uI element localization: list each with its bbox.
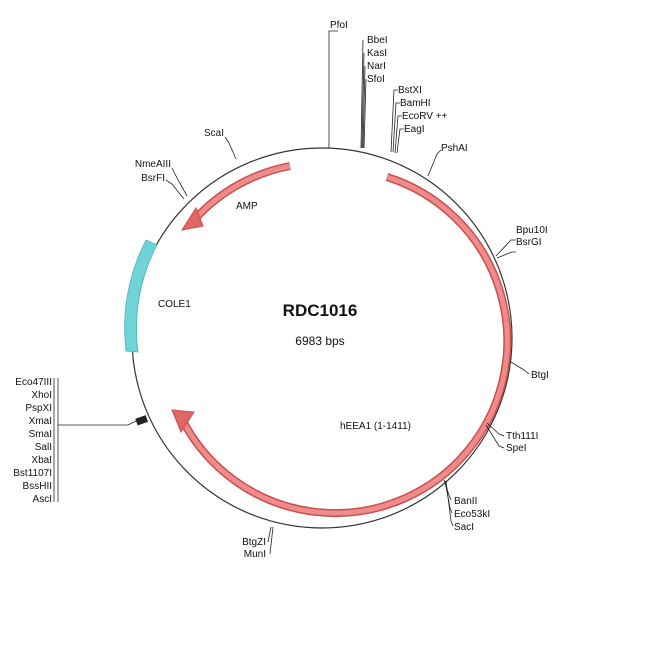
site-group-bstxi: BstXI BamHI EcoRV ++ EagI [390, 85, 448, 154]
site-group-banii: BanII Eco53kI SacI [443, 479, 490, 533]
plasmid-name: RDC1016 [283, 301, 358, 320]
site-label: SacI [454, 522, 474, 533]
site-label: SfoI [367, 74, 385, 85]
site-label: EcoRV ++ [402, 111, 448, 122]
site-label: Eco47III [15, 377, 52, 388]
site-label: SalI [35, 442, 52, 453]
cole1-block [124, 239, 158, 353]
site-label: BstXI [398, 85, 422, 96]
site-label: EagI [404, 124, 425, 135]
site-label: Tth111I [506, 431, 538, 442]
site-label: BsrFI [141, 173, 165, 184]
site-group-nmeaiii: NmeAIII BsrFI [135, 159, 188, 200]
site-label: PfoI [330, 20, 348, 31]
site-label: Eco53kI [454, 509, 490, 520]
site-label: Bpu10I [516, 225, 548, 236]
site-label: BtgZI [242, 537, 266, 548]
feature-label-amp: AMP [236, 201, 258, 212]
site-label: NarI [367, 61, 386, 72]
feature-label-heea1: hEEA1 (1-1411) [340, 421, 411, 432]
site-label: BbeI [367, 35, 388, 46]
site-group-tth111i: Tth111I SpeI [485, 422, 538, 454]
site-group-btgzi: BtgZI MunI [242, 526, 274, 560]
heea1-arrow-fill [180, 174, 510, 516]
plasmid-size: 6983 bps [295, 334, 344, 348]
site-label: BamHI [400, 98, 431, 109]
site-group-bpu10i: Bpu10I BsrGI [495, 225, 548, 259]
site-label: BsrGI [516, 237, 542, 248]
feature-label-cole1: COLE1 [158, 299, 191, 310]
site-group-scai: ScaI [204, 128, 237, 160]
site-label: BtgI [531, 370, 549, 381]
site-label: XmaI [29, 416, 52, 427]
site-label: PshAI [441, 143, 468, 154]
site-group-btgi: BtgI [510, 361, 549, 381]
site-label: KasI [367, 48, 387, 59]
site-label: SpeI [506, 443, 527, 454]
site-label: SmaI [29, 429, 52, 440]
site-label: Bst1107I [13, 468, 52, 479]
site-label: BssHII [23, 481, 52, 492]
amp-arrow-head [180, 206, 204, 231]
site-group-bbei: BbeI KasI NarI SfoI [360, 35, 388, 149]
site-label: XhoI [31, 390, 52, 401]
site-label: NmeAIII [135, 159, 171, 170]
heea1-arrow-head [171, 409, 195, 434]
mcs-marker [135, 415, 149, 426]
site-label: ScaI [204, 128, 224, 139]
site-label: PspXI [25, 403, 52, 414]
site-group-pfoi: PfoI [328, 20, 348, 148]
site-group-pshai: PshAI [427, 143, 468, 177]
site-label: MunI [244, 549, 266, 560]
amp-arrow-fill [193, 163, 291, 221]
site-label: XbaI [31, 455, 52, 466]
site-label: BanII [454, 496, 477, 507]
site-group-eco47iii: Eco47III XhoI PspXI XmaI SmaI SalI XbaI … [13, 377, 137, 505]
site-label: AscI [33, 494, 52, 505]
